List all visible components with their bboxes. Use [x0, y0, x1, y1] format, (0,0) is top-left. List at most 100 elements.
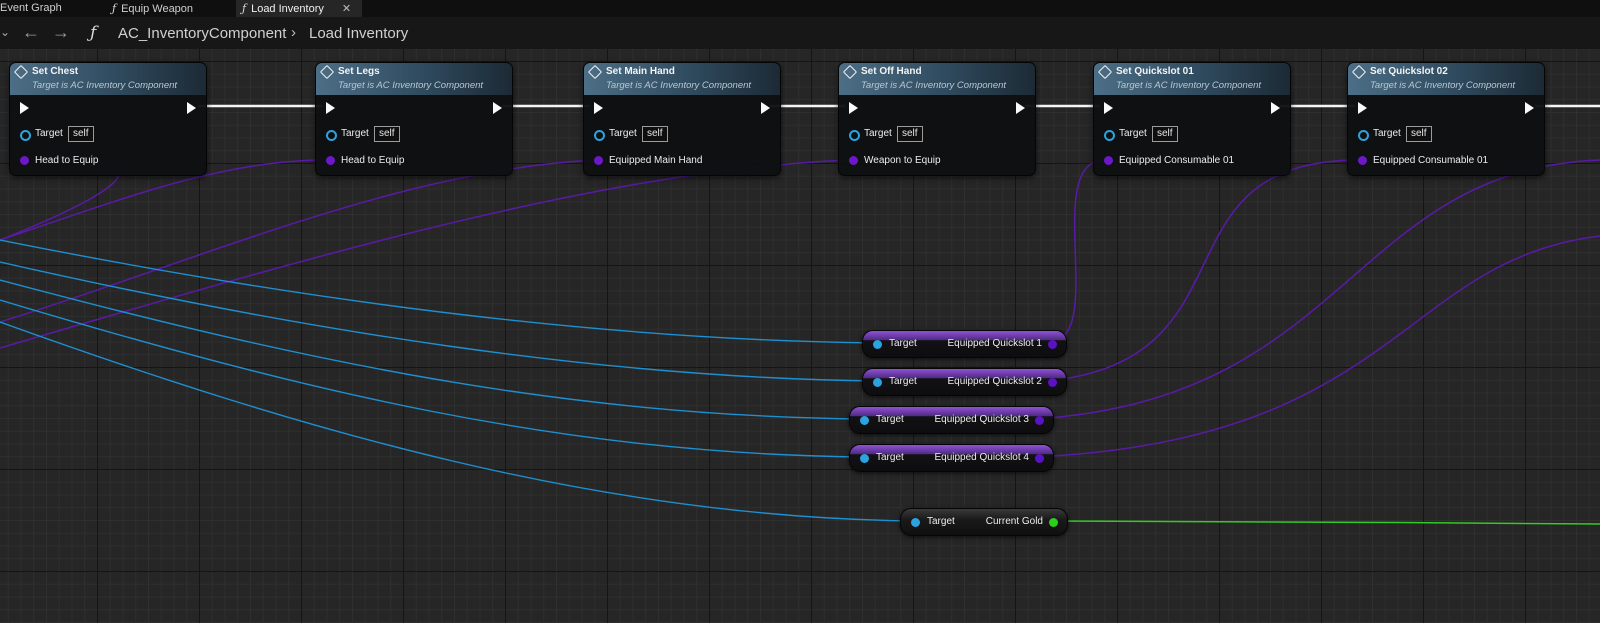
- target-self-box[interactable]: self: [1152, 126, 1178, 142]
- exec-in-pin[interactable]: [1104, 102, 1113, 114]
- target-pin[interactable]: [849, 130, 860, 141]
- forward-arrow-icon[interactable]: →: [52, 22, 70, 42]
- target-self-box[interactable]: self: [642, 126, 668, 142]
- input-pin[interactable]: [849, 156, 858, 165]
- target-self-box[interactable]: self: [374, 126, 400, 142]
- target-self-box[interactable]: self: [1406, 126, 1432, 142]
- output-label: Equipped Quickslot 3: [934, 414, 1029, 425]
- exec-out-pin[interactable]: [1016, 102, 1025, 114]
- node-subtitle: Target is AC Inventory Component: [1370, 80, 1516, 91]
- chevron-down-icon[interactable]: ⌄: [0, 25, 11, 39]
- target-pin[interactable]: [911, 518, 920, 527]
- tab-event-graph[interactable]: Event Graph: [0, 0, 95, 17]
- graph-canvas[interactable]: [0, 49, 1600, 623]
- exec-out-pin[interactable]: [187, 102, 196, 114]
- input-label: Head to Equip: [35, 155, 99, 166]
- node-header: [10, 63, 206, 95]
- target-pin[interactable]: [594, 130, 605, 141]
- node-title: Set Quickslot 01: [1116, 66, 1194, 77]
- node-title: Set Off Hand: [861, 66, 922, 77]
- node-title: Set Main Hand: [606, 66, 675, 77]
- exec-in-pin[interactable]: [849, 102, 858, 114]
- int-wire: [1047, 520, 1600, 525]
- target-pin[interactable]: [860, 454, 869, 463]
- function-icon: ƒ: [90, 23, 97, 43]
- object-wire: [0, 299, 866, 458]
- output-label: Equipped Quickslot 2: [947, 376, 1042, 387]
- set-quickslot-01-node[interactable]: Set Quickslot 01 Target is AC Inventory …: [1093, 62, 1291, 176]
- breadcrumb-item-component[interactable]: AC_InventoryComponent: [118, 25, 287, 42]
- set-chest-node[interactable]: Set Chest Target is AC Inventory Compone…: [9, 62, 207, 176]
- target-self-box[interactable]: self: [897, 126, 923, 142]
- object-wire: [0, 279, 866, 420]
- get-current-gold-node[interactable]: Target Current Gold: [900, 508, 1068, 536]
- get-equipped-quickslot-2-node[interactable]: Target Equipped Quickslot 2: [862, 368, 1067, 396]
- output-pin[interactable]: [1035, 416, 1044, 425]
- exec-in-pin[interactable]: [20, 102, 29, 114]
- struct-wire: [1033, 159, 1600, 420]
- struct-wire: [1033, 235, 1600, 458]
- node-subtitle: Target is AC Inventory Component: [1116, 80, 1262, 91]
- input-label: Head to Equip: [341, 155, 405, 166]
- target-label: Target: [876, 452, 904, 463]
- output-pin[interactable]: [1035, 454, 1044, 463]
- struct-wire: [0, 159, 596, 323]
- get-equipped-quickslot-1-node[interactable]: Target Equipped Quickslot 1: [862, 330, 1067, 358]
- target-label: Target: [927, 516, 955, 527]
- exec-out-pin[interactable]: [761, 102, 770, 114]
- target-label: Target: [864, 128, 892, 139]
- exec-in-pin[interactable]: [594, 102, 603, 114]
- set-quickslot-02-node[interactable]: Set Quickslot 02 Target is AC Inventory …: [1347, 62, 1545, 176]
- breadcrumb-item-function[interactable]: Load Inventory: [309, 25, 409, 42]
- target-label: Target: [1119, 128, 1147, 139]
- target-pin[interactable]: [873, 378, 882, 387]
- output-label: Equipped Quickslot 1: [947, 338, 1042, 349]
- node-subtitle: Target is AC Inventory Component: [606, 80, 752, 91]
- exec-out-pin[interactable]: [1525, 102, 1534, 114]
- input-label: Equipped Consumable 01: [1373, 155, 1489, 166]
- target-pin[interactable]: [326, 130, 337, 141]
- set-legs-node[interactable]: Set Legs Target is AC Inventory Componen…: [315, 62, 513, 176]
- target-label: Target: [876, 414, 904, 425]
- breadcrumb-bar: ⌄ ← → ƒ AC_InventoryComponent › Load Inv…: [0, 17, 1600, 49]
- target-label: Target: [609, 128, 637, 139]
- breadcrumb-separator: ›: [291, 24, 296, 41]
- exec-in-pin[interactable]: [326, 102, 335, 114]
- get-equipped-quickslot-3-node[interactable]: Target Equipped Quickslot 3: [849, 406, 1054, 434]
- exec-out-pin[interactable]: [1271, 102, 1280, 114]
- target-pin[interactable]: [1104, 130, 1115, 141]
- target-pin[interactable]: [873, 340, 882, 349]
- node-subtitle: Target is AC Inventory Component: [32, 80, 178, 91]
- set-main-hand-node[interactable]: Set Main Hand Target is AC Inventory Com…: [583, 62, 781, 176]
- back-arrow-icon[interactable]: ←: [22, 22, 40, 42]
- input-pin[interactable]: [1358, 156, 1367, 165]
- set-off-hand-node[interactable]: Set Off Hand Target is AC Inventory Comp…: [838, 62, 1036, 176]
- input-label: Equipped Main Hand: [609, 155, 703, 166]
- node-title: Set Legs: [338, 66, 380, 77]
- target-pin[interactable]: [20, 130, 31, 141]
- target-label: Target: [341, 128, 369, 139]
- target-pin[interactable]: [1358, 130, 1369, 141]
- target-self-box[interactable]: self: [68, 126, 94, 142]
- struct-wire: [0, 159, 327, 241]
- output-pin[interactable]: [1049, 518, 1058, 527]
- input-pin[interactable]: [20, 156, 29, 165]
- struct-wire: [1046, 159, 1361, 382]
- exec-out-pin[interactable]: [493, 102, 502, 114]
- output-label: Current Gold: [985, 516, 1043, 527]
- output-pin[interactable]: [1048, 378, 1057, 387]
- input-pin[interactable]: [1104, 156, 1113, 165]
- close-tab-icon[interactable]: ✕: [341, 3, 352, 15]
- exec-in-pin[interactable]: [1358, 102, 1367, 114]
- struct-wire: [0, 159, 851, 349]
- function-icon: ƒ: [242, 2, 247, 15]
- target-pin[interactable]: [860, 416, 869, 425]
- get-equipped-quickslot-4-node[interactable]: Target Equipped Quickslot 4: [849, 444, 1054, 472]
- output-pin[interactable]: [1048, 340, 1057, 349]
- target-label: Target: [889, 376, 917, 387]
- input-pin[interactable]: [326, 156, 335, 165]
- target-label: Target: [889, 338, 917, 349]
- input-pin[interactable]: [594, 156, 603, 165]
